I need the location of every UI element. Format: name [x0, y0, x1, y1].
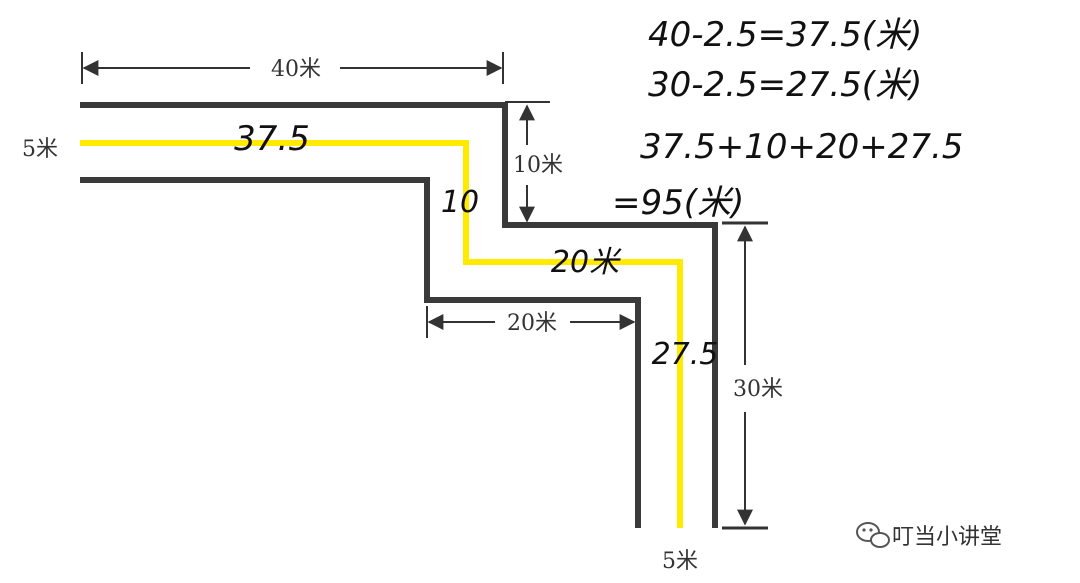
road-outer-edge	[80, 102, 718, 528]
wechat-icon	[856, 522, 890, 548]
calc-line-4: =95(米)	[612, 183, 744, 223]
calc-line-1: 40-2.5=37.5(米)	[648, 15, 922, 55]
road-centerline	[80, 140, 683, 528]
road-inner-edge	[80, 177, 641, 528]
dim-right-label: 30米	[733, 377, 783, 402]
handwritten-seg-20: 20米	[551, 245, 622, 280]
dim-top-label: 40米	[271, 57, 321, 82]
calc-line-3: 37.5+10+20+27.5	[640, 127, 963, 167]
dim-middle-label: 20米	[507, 311, 557, 336]
dim-left-label: 5米	[22, 137, 58, 162]
dim-bottom-label: 5米	[662, 549, 698, 574]
handwritten-seg-27-5: 27.5	[652, 337, 719, 372]
handwritten-seg-10: 10	[441, 185, 479, 220]
dim-step-label: 10米	[513, 153, 563, 178]
calc-line-2: 30-2.5=27.5(米)	[648, 65, 922, 105]
handwritten-seg-37-5: 37.5	[234, 119, 310, 159]
watermark-text: 叮当小讲堂	[892, 525, 1002, 550]
